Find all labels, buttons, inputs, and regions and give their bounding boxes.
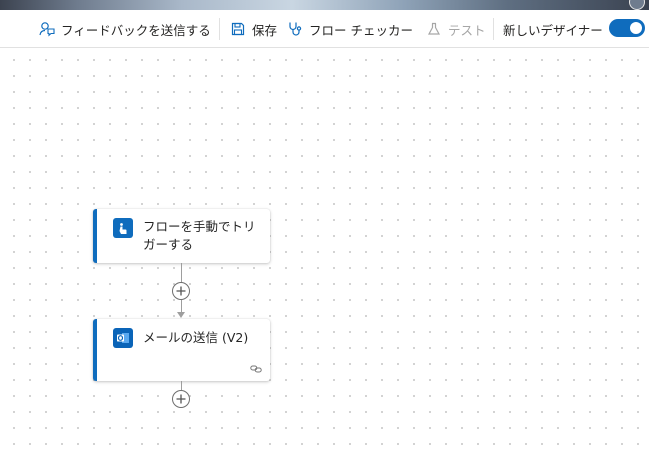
new-designer-label: 新しいデザイナー xyxy=(503,22,603,38)
beaker-icon xyxy=(425,20,443,38)
feedback-person-icon xyxy=(38,20,56,38)
plus-icon xyxy=(176,394,186,404)
connector-line xyxy=(181,381,182,390)
save-icon xyxy=(229,20,247,38)
header-banner xyxy=(0,0,649,10)
trigger-card[interactable]: フローを手動でトリガーする xyxy=(93,209,270,263)
toolbar-divider xyxy=(219,18,220,40)
test-label: テスト xyxy=(448,22,486,38)
add-step-button[interactable] xyxy=(172,390,190,408)
test-button[interactable]: テスト xyxy=(425,10,486,48)
toolbar-divider xyxy=(493,18,494,40)
settings-circle-icon[interactable] xyxy=(629,0,645,10)
toggle-knob xyxy=(630,22,642,34)
save-button[interactable]: 保存 xyxy=(229,10,277,48)
flow-canvas[interactable]: フローを手動でトリガーする メールの送信 (V2) xyxy=(0,48,649,449)
add-step-button[interactable] xyxy=(172,282,190,300)
flow-checker-label: フロー チェッカー xyxy=(309,22,413,38)
save-label: 保存 xyxy=(252,22,278,38)
new-designer-toggle[interactable] xyxy=(609,19,645,37)
connector-line xyxy=(181,300,182,313)
flow-checker-button[interactable]: フロー チェッカー xyxy=(286,10,413,48)
link-icon xyxy=(250,365,262,373)
outlook-icon xyxy=(113,328,133,348)
designer-toolbar: フィードバックを送信する 保存 フロー チェッカー xyxy=(0,10,649,48)
send-feedback-button[interactable]: フィードバックを送信する xyxy=(38,10,211,48)
send-email-card[interactable]: メールの送信 (V2) xyxy=(93,319,270,381)
new-designer-label-wrap: 新しいデザイナー xyxy=(503,10,603,48)
plus-icon xyxy=(176,286,186,296)
connector-line xyxy=(181,263,182,290)
trigger-title: フローを手動でトリガーする xyxy=(143,219,256,252)
send-feedback-label: フィードバックを送信する xyxy=(61,22,211,38)
connector-arrow-icon xyxy=(177,312,185,318)
manual-trigger-icon xyxy=(113,218,133,238)
stethoscope-icon xyxy=(286,20,304,38)
action-title: メールの送信 (V2) xyxy=(143,330,249,345)
